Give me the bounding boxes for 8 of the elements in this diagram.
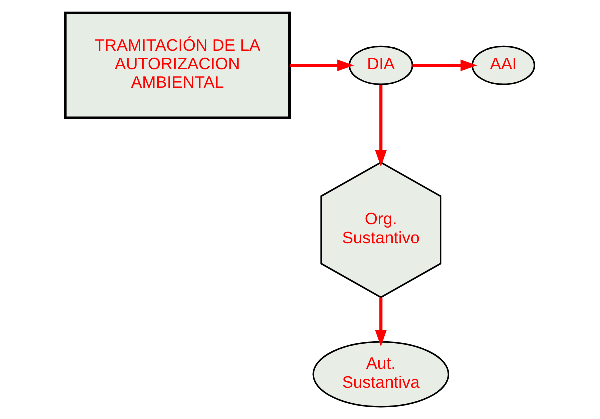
arrow (375, 84, 387, 167)
node-box: TRAMITACIÓN DE LA AUTORIZACION AMBIENTAL (64, 11, 292, 119)
arrow (375, 297, 387, 346)
node-ellipse: Aut. Sustantiva (312, 340, 450, 408)
node-ellipse: AAI (472, 45, 536, 85)
arrow (412, 59, 478, 71)
node-ellipse: DIA (348, 45, 414, 85)
arrow (290, 59, 354, 71)
